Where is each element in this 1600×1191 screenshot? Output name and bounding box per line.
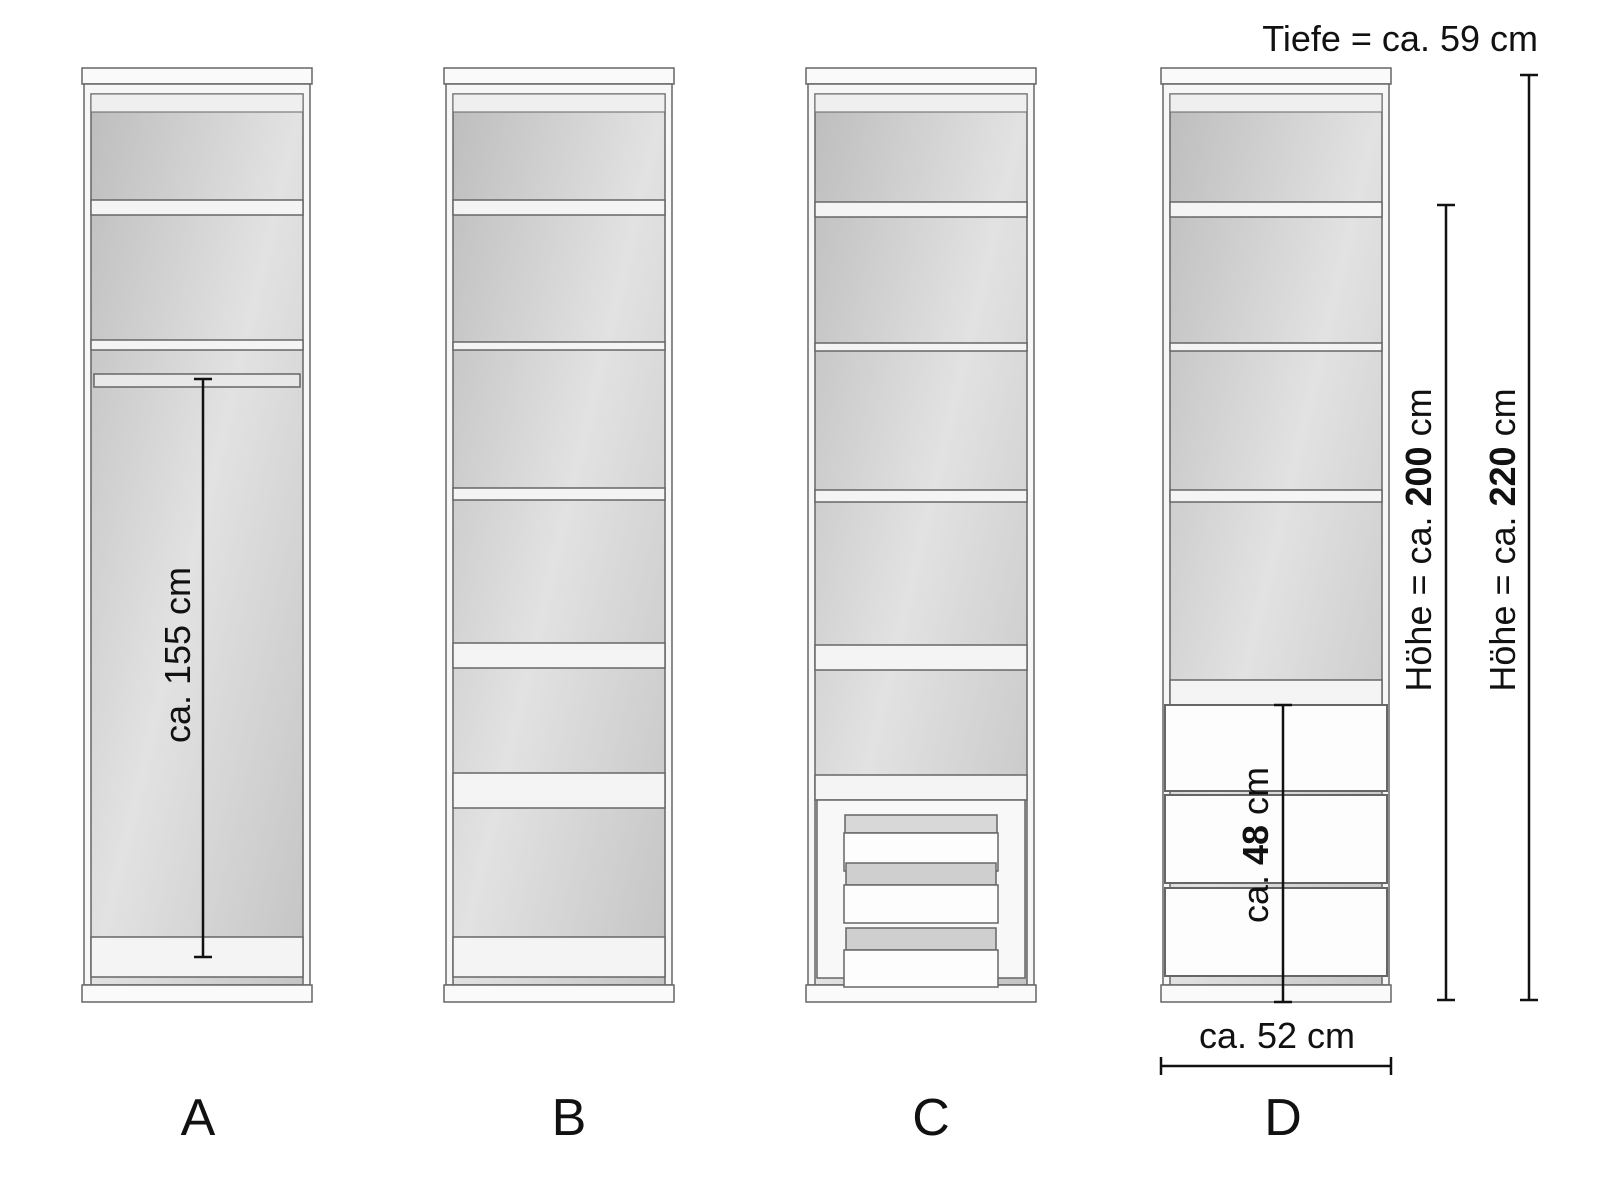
inner-drawer-opening <box>845 862 997 886</box>
shelf <box>452 936 666 978</box>
drawer-front <box>1164 794 1388 884</box>
shelf <box>452 642 666 669</box>
cabinet-interior <box>90 93 304 986</box>
cabinet-top-cap <box>443 67 675 85</box>
hanging-rail <box>93 373 301 388</box>
cabinet-interior <box>452 93 666 986</box>
rail-height-label: ca. 155 cm <box>157 567 198 743</box>
inner-height-label: Höhe = ca. 200 cm <box>1398 388 1439 691</box>
shelf <box>1169 342 1383 352</box>
width-dimension-line <box>1159 1057 1393 1075</box>
shelf <box>452 341 666 351</box>
cabinet-label-b: B <box>552 1089 587 1147</box>
cabinet-top-panel <box>90 93 304 113</box>
shelf <box>814 644 1028 671</box>
cabinet-base <box>1160 984 1392 1003</box>
shelf <box>452 772 666 809</box>
shelf <box>814 774 1028 801</box>
total-height-dimension-line <box>1520 73 1538 1002</box>
depth-label: Tiefe = ca. 59 cm <box>1262 18 1538 59</box>
inner-drawer-front <box>843 884 999 924</box>
shelf <box>1169 201 1383 218</box>
shelf <box>814 342 1028 352</box>
shelf <box>90 199 304 216</box>
width-label: ca. 52 cm <box>1199 1015 1355 1056</box>
shelf <box>90 339 304 351</box>
cabinet-top-cap <box>81 67 313 85</box>
shelf <box>452 199 666 216</box>
shelf <box>814 489 1028 503</box>
inner-height-dimension-line <box>1437 203 1455 1002</box>
shelf <box>1169 679 1383 706</box>
drawer-front <box>1164 704 1388 792</box>
cabinet-top-cap <box>1160 67 1392 85</box>
shelf <box>452 487 666 501</box>
shelf <box>1169 489 1383 503</box>
cabinet-label-c: C <box>912 1089 950 1147</box>
drawer-height-dimension-line <box>1274 703 1292 1004</box>
cabinet-label-d: D <box>1264 1089 1302 1147</box>
cabinet-base <box>443 984 675 1003</box>
cabinet-label-a: A <box>181 1089 216 1147</box>
cabinet-top-panel <box>814 93 1028 113</box>
drawer-front <box>1164 887 1388 977</box>
total-height-label: Höhe = ca. 220 cm <box>1482 388 1523 691</box>
cabinet-base <box>81 984 313 1003</box>
cabinet-top-panel <box>452 93 666 113</box>
drawer-height-label: ca. 48 cm <box>1235 767 1276 923</box>
shelf <box>814 201 1028 218</box>
inner-drawer-front <box>843 949 999 988</box>
inner-drawer-opening <box>844 814 998 834</box>
rail-height-dimension-line <box>194 377 212 959</box>
inner-drawer-opening <box>845 927 997 951</box>
cabinet-top-cap <box>805 67 1037 85</box>
cabinet-top-panel <box>1169 93 1383 113</box>
